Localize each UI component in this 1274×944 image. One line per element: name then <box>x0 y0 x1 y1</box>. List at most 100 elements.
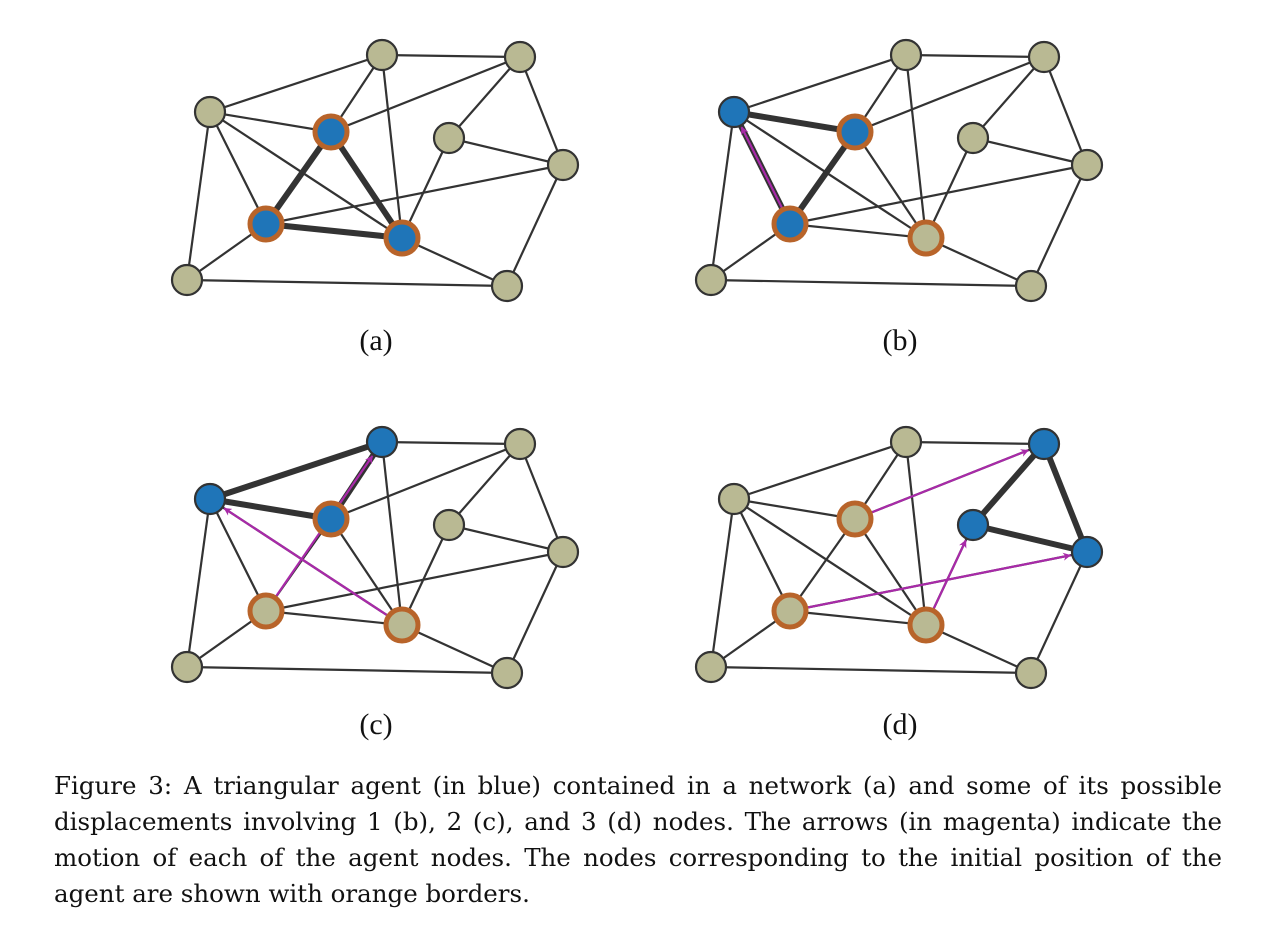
network-edge <box>710 278 1032 288</box>
agent-node <box>365 425 399 459</box>
network-node <box>546 535 580 569</box>
network-edge <box>905 53 1045 59</box>
network-edge <box>789 518 856 612</box>
network-edge <box>401 623 508 675</box>
panel-d: (d) <box>694 425 1104 741</box>
network-node <box>694 650 728 684</box>
network-edge <box>518 56 565 166</box>
agent-edge <box>265 221 403 241</box>
network-edge <box>905 440 1045 446</box>
agent-edge <box>263 130 334 226</box>
agent-node <box>1027 427 1061 461</box>
network-edge <box>448 443 521 526</box>
agent-node <box>193 482 227 516</box>
network-edge <box>448 523 564 554</box>
network-edge <box>733 440 907 501</box>
network-edge <box>518 443 565 553</box>
network-edge <box>710 665 1032 675</box>
network-edge <box>209 111 403 239</box>
motion-arrow <box>932 539 967 611</box>
network-edge <box>209 110 332 134</box>
network-node <box>193 95 227 129</box>
network-edge <box>1030 164 1088 287</box>
network-node <box>1070 148 1104 182</box>
agent-node <box>771 205 809 243</box>
network-edge <box>733 53 907 114</box>
figure-caption: Figure 3: A triangular agent (in blue) c… <box>54 771 1222 908</box>
initial-position-node <box>907 606 945 644</box>
agent-node <box>717 95 751 129</box>
panel-label-a: (a) <box>359 324 392 357</box>
network-edge <box>789 163 1088 226</box>
agent-edge <box>970 442 1047 527</box>
agent-edge <box>733 109 856 135</box>
network-edge <box>789 222 927 240</box>
motion-arrow <box>740 126 784 210</box>
panel-label-d: (d) <box>883 708 918 741</box>
network-node <box>694 263 728 297</box>
network-edge <box>401 236 508 288</box>
network-edge <box>209 498 267 612</box>
network-node <box>889 425 923 459</box>
motion-arrow <box>870 449 1029 514</box>
network-node <box>503 427 537 461</box>
network-edge <box>209 53 383 114</box>
network-edge <box>330 55 521 134</box>
network-node <box>889 38 923 72</box>
panel-label-c: (c) <box>359 708 392 741</box>
network-edge <box>265 609 403 627</box>
network-edge <box>925 236 1032 288</box>
agent-edge <box>328 130 405 240</box>
initial-position-node <box>771 592 809 630</box>
network-node <box>546 148 580 182</box>
network-node <box>1014 656 1048 690</box>
network-edge <box>186 278 508 288</box>
network-edge <box>265 550 564 613</box>
network-edge <box>925 623 1032 675</box>
network-edge <box>448 56 521 139</box>
network-edge <box>209 111 267 225</box>
network-edge <box>972 56 1045 139</box>
network-edge <box>733 498 927 626</box>
agent-node <box>956 508 990 542</box>
network-edge <box>972 136 1088 167</box>
network-edge <box>185 111 212 281</box>
network-edge <box>733 497 856 521</box>
network-edge <box>904 441 928 626</box>
network-edge <box>854 55 1045 134</box>
network-edge <box>1030 551 1088 674</box>
network-edge <box>854 518 927 626</box>
network-edge <box>185 498 212 668</box>
network-edge <box>709 498 736 668</box>
network-edge <box>330 442 521 521</box>
agent-node <box>312 500 350 538</box>
network-edge <box>381 440 521 446</box>
network-node <box>1027 40 1061 74</box>
network-edge <box>506 164 564 287</box>
agent-node <box>247 205 285 243</box>
panel-c: (c) <box>170 425 580 741</box>
network-edge <box>265 163 564 226</box>
agent-edge <box>787 130 858 226</box>
network-node <box>717 482 751 516</box>
network-edge <box>733 498 791 612</box>
network-edge <box>506 551 564 674</box>
network-node <box>490 656 524 690</box>
initial-position-node <box>383 606 421 644</box>
motion-arrow <box>806 552 1072 609</box>
motion-arrow <box>223 507 389 617</box>
network-edge <box>1042 56 1089 166</box>
initial-position-node <box>836 500 874 538</box>
agent-node <box>1070 535 1104 569</box>
agent-node <box>383 219 421 257</box>
agent-edge <box>209 496 332 522</box>
agent-node <box>312 113 350 151</box>
agent-edge <box>209 439 383 502</box>
network-edge <box>380 54 404 239</box>
panel-label-b: (b) <box>883 324 918 357</box>
network-edge <box>789 609 927 627</box>
network-edge <box>381 53 521 59</box>
network-edge <box>854 131 927 239</box>
network-edge <box>733 111 927 239</box>
network-node <box>365 38 399 72</box>
